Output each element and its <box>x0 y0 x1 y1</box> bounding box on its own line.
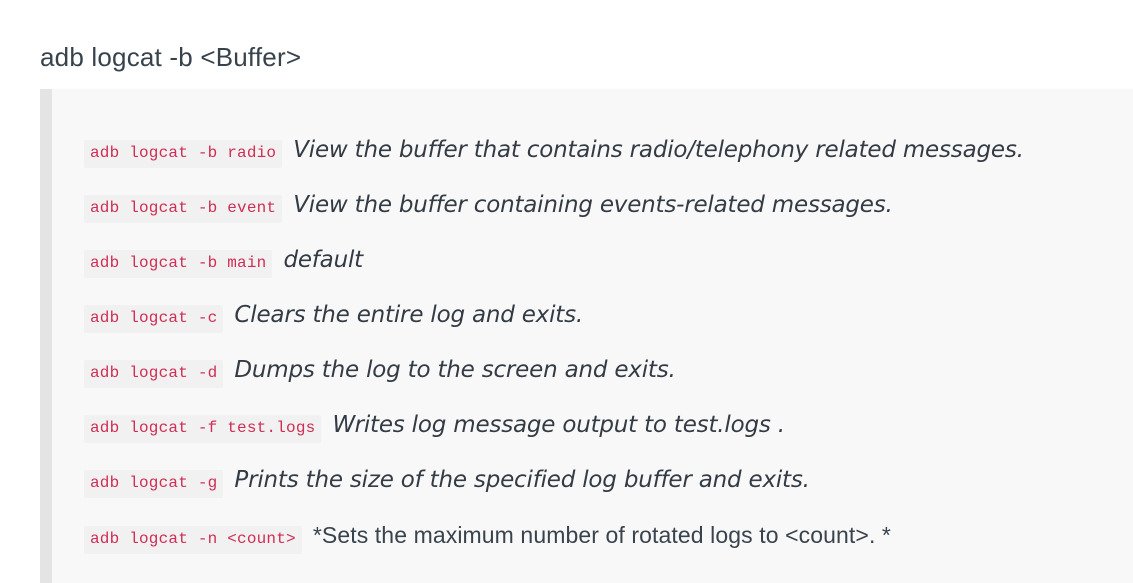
command-code[interactable]: adb logcat -b event <box>84 195 283 223</box>
list-item: adb logcat -b event View the buffer cont… <box>84 192 1133 247</box>
command-list: adb logcat -b radio View the buffer that… <box>84 137 1133 577</box>
command-code[interactable]: adb logcat -c <box>84 305 224 333</box>
command-code[interactable]: adb logcat -f test.logs <box>84 415 322 443</box>
list-item: adb logcat -d Dumps the log to the scree… <box>84 357 1133 412</box>
list-item: adb logcat -n <count> *Sets the maximum … <box>84 522 1133 577</box>
command-description: View the buffer containing events-relate… <box>293 192 893 218</box>
command-description: Clears the entire log and exits. <box>234 302 583 328</box>
command-code[interactable]: adb logcat -n <count> <box>84 526 302 554</box>
command-description: Writes log message output to test.logs . <box>332 412 785 438</box>
command-code[interactable]: adb logcat -d <box>84 360 224 388</box>
page-title: adb logcat -b <Buffer> <box>40 42 302 73</box>
list-item: adb logcat -b main default <box>84 247 1133 302</box>
command-code[interactable]: adb logcat -g <box>84 470 224 498</box>
blockquote-panel: adb logcat -b radio View the buffer that… <box>40 89 1133 583</box>
command-description: View the buffer that contains radio/tele… <box>293 137 1024 163</box>
list-item: adb logcat -g Prints the size of the spe… <box>84 467 1133 522</box>
list-item: adb logcat -c Clears the entire log and … <box>84 302 1133 357</box>
command-code[interactable]: adb logcat -b radio <box>84 140 283 168</box>
command-description: default <box>283 247 363 273</box>
command-code[interactable]: adb logcat -b main <box>84 250 273 278</box>
list-item: adb logcat -f test.logs Writes log messa… <box>84 412 1133 467</box>
command-description: Dumps the log to the screen and exits. <box>234 357 676 383</box>
command-description: *Sets the maximum number of rotated logs… <box>312 522 891 548</box>
list-item: adb logcat -b radio View the buffer that… <box>84 137 1133 192</box>
command-description: Prints the size of the specified log buf… <box>234 467 810 493</box>
